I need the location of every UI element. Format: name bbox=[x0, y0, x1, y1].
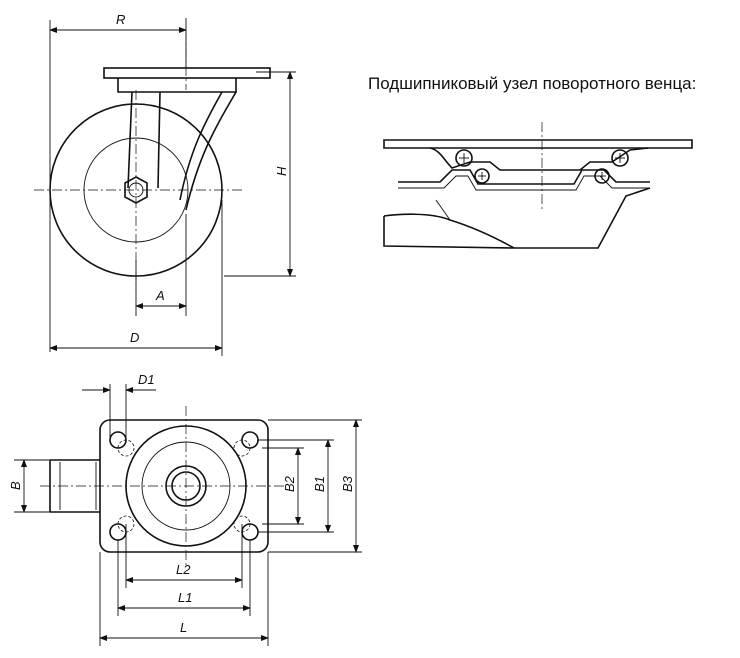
section-lower-race bbox=[398, 169, 650, 185]
fork-front-leg bbox=[127, 91, 133, 189]
mounting-hole bbox=[233, 431, 259, 457]
dim-d-label: D bbox=[130, 330, 139, 345]
wheel-stub bbox=[49, 459, 100, 513]
dim-l1-label: L1 bbox=[178, 590, 192, 605]
mounting-hole bbox=[109, 515, 135, 541]
bearing-assembly-caption: Подшипниковый узел поворотного венца: bbox=[368, 74, 697, 93]
dim-a-label: A bbox=[155, 288, 165, 303]
dim-l2-label: L2 bbox=[176, 562, 191, 577]
section-upper-race bbox=[429, 147, 649, 171]
dim-l-label: L bbox=[180, 620, 187, 635]
bearing-section-view bbox=[383, 122, 693, 249]
dim-h-label: H bbox=[274, 166, 289, 176]
dim-r-label: R bbox=[116, 12, 125, 27]
fork-rear-leg bbox=[185, 91, 237, 211]
dim-b1-label: B1 bbox=[312, 476, 327, 492]
side-view: R H A D bbox=[34, 12, 296, 356]
top-plate bbox=[103, 67, 271, 79]
dim-d1-label: D1 bbox=[138, 372, 155, 387]
bearing-ball bbox=[474, 168, 490, 184]
section-top-plate bbox=[383, 139, 693, 149]
dim-b2-label: B2 bbox=[282, 475, 297, 492]
mounting-hole bbox=[109, 431, 135, 457]
section-fork bbox=[383, 187, 651, 249]
bearing-ball bbox=[594, 168, 610, 184]
bearing-ball bbox=[455, 149, 473, 167]
bearing-ball bbox=[611, 149, 629, 167]
mounting-hole bbox=[233, 515, 259, 541]
top-view: D1 B B2 B1 B3 L2 L1 L bbox=[8, 372, 362, 646]
dim-b-label: B bbox=[8, 481, 23, 490]
dim-b3-label: B3 bbox=[340, 475, 355, 492]
swivel-bearing-body bbox=[117, 78, 237, 93]
